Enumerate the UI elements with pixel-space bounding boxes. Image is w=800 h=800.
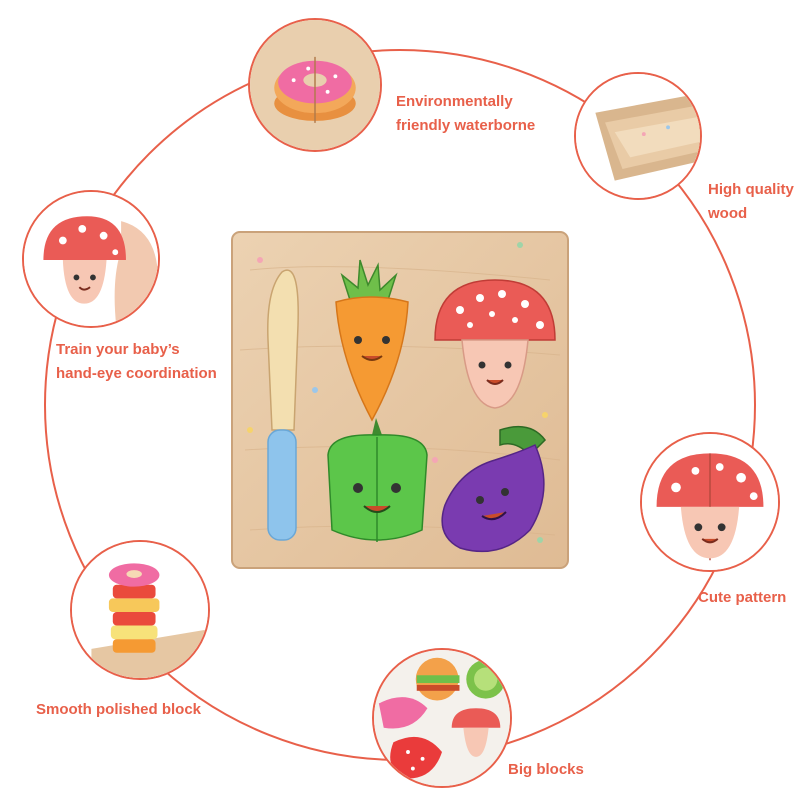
mushroom-piece bbox=[434, 279, 556, 409]
feature-label-coordination: Train your baby’s hand-eye coordination bbox=[56, 341, 217, 382]
feature-label-wood: High quality wood bbox=[708, 181, 794, 222]
pepper-piece bbox=[327, 418, 428, 542]
bubble-cute-mushroom-image bbox=[640, 432, 780, 572]
carrot-piece bbox=[335, 259, 409, 422]
bubble-hand-mushroom-image bbox=[22, 190, 160, 328]
feature-label-waterborne: Environmentally friendly waterborne bbox=[396, 93, 536, 134]
bubble-stacked-blocks-image bbox=[70, 540, 210, 680]
bubble-big-blocks-image bbox=[372, 648, 512, 788]
feature-label-big: Big blocks bbox=[508, 761, 584, 778]
eggplant-piece bbox=[441, 425, 546, 553]
bubble-donut-image bbox=[248, 18, 382, 152]
feature-label-cute: Cute pattern bbox=[698, 589, 787, 606]
feature-label-polished: Smooth polished block bbox=[36, 701, 202, 718]
wooden-puzzle-board bbox=[230, 230, 570, 570]
bubble-wood-image bbox=[574, 72, 702, 200]
knife-piece bbox=[267, 269, 299, 541]
